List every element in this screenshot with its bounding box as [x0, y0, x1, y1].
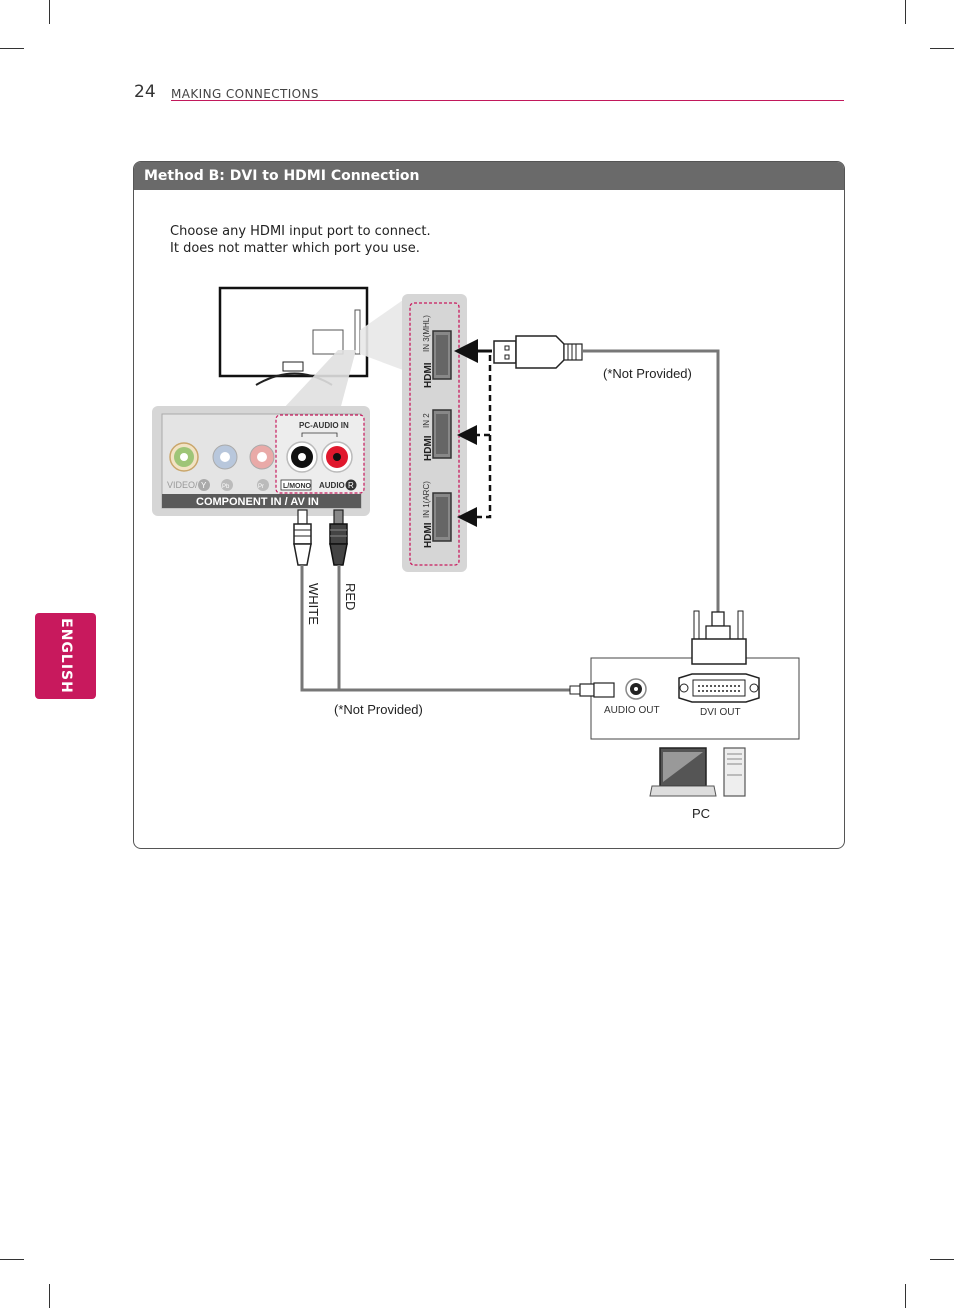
desktop-tower-icon [723, 747, 746, 797]
note-line-2: It does not matter which port you use. [170, 241, 420, 256]
crop-mark [0, 48, 24, 49]
hdmi-port-label: IN 1(ARC) [422, 481, 431, 518]
crop-mark [930, 1259, 954, 1260]
hdmi-plug [493, 335, 583, 369]
hdmi-port-in1: HDMI IN 1(ARC) [422, 481, 452, 548]
hdmi-port-in3: HDMI IN 3(MHL) [422, 315, 452, 388]
hdmi-logo: HDMI [423, 522, 434, 548]
crop-mark [905, 1284, 906, 1308]
dvi-connector [678, 610, 760, 703]
alt-arrow [457, 435, 492, 527]
crop-mark [49, 0, 50, 24]
crop-mark [930, 48, 954, 49]
pr-label: Pr [258, 484, 264, 490]
red-label: RED [343, 583, 358, 610]
crop-mark [905, 0, 906, 24]
white-rca-plug [293, 509, 312, 566]
zoom-callout [360, 300, 403, 370]
crop-mark [0, 1259, 24, 1260]
laptop-icon [649, 747, 717, 797]
video-label: VIDEO/ [167, 480, 198, 490]
audio-r-label: R [348, 481, 354, 490]
hdmi-logo: HDMI [423, 362, 434, 388]
page-number: 24 [134, 82, 156, 102]
hdmi-port-in2: HDMI IN 2 [422, 409, 452, 461]
lmono-label: L/MONO [283, 483, 312, 490]
hdmi-dvi-cable [582, 349, 720, 612]
crop-mark [49, 1284, 50, 1308]
audio-cable-white [300, 565, 570, 692]
not-provided-bottom: (*Not Provided) [334, 702, 423, 717]
language-tab: ENGLISH [35, 613, 96, 699]
audio-out-label: AUDIO OUT [604, 705, 660, 716]
hdmi-logo: HDMI [423, 435, 434, 461]
dvi-out-label: DVI OUT [700, 707, 741, 718]
method-title: Method B: DVI to HDMI Connection [134, 162, 844, 190]
header-rule [171, 100, 844, 101]
component-label: COMPONENT IN / AV IN [196, 496, 319, 508]
red-rca-plug [329, 509, 348, 566]
not-provided-top: (*Not Provided) [603, 366, 692, 381]
section-title: MAKING CONNECTIONS [171, 87, 319, 101]
pc-label: PC [692, 806, 710, 821]
pb-label: Pb [222, 484, 230, 490]
pc-audio-in-label: PC-AUDIO IN [299, 421, 349, 430]
av-input-panel: VIDEO/ Y Pb Pr PC-AUDIO IN L/MONO AUDIO … [152, 406, 370, 516]
hdmi-port-label: IN 2 [422, 413, 431, 428]
video-y-label: Y [201, 481, 207, 490]
white-label: WHITE [306, 583, 321, 625]
hdmi-port-label: IN 3(MHL) [422, 315, 431, 352]
zoom-callout [282, 350, 356, 410]
note-line-1: Choose any HDMI input port to connect. [170, 224, 431, 239]
audio-label: AUDIO [319, 481, 345, 490]
method-box: Method B: DVI to HDMI Connection [133, 161, 845, 849]
